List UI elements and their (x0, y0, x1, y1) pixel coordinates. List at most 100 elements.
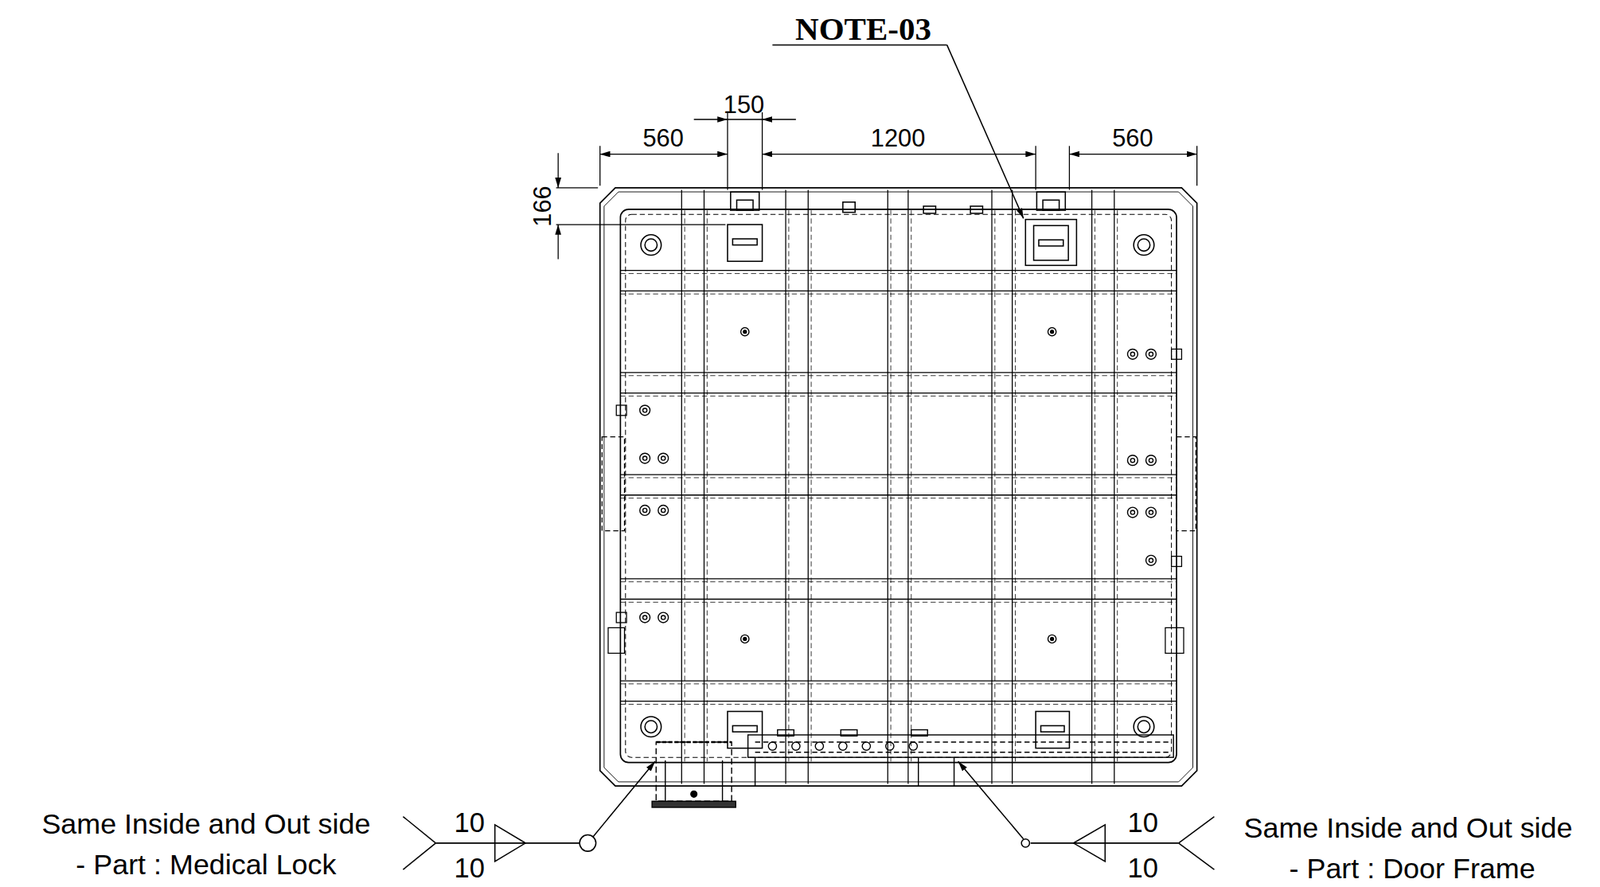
door-frame (777, 729, 795, 737)
side-brackets (1165, 627, 1184, 653)
dimension-lines (694, 118, 728, 120)
plate-outline (600, 187, 1198, 786)
door-frame (953, 757, 955, 786)
stiffener-lines (1014, 210, 1016, 761)
lifting-lugs (732, 238, 758, 246)
stiffener-lines (1113, 189, 1115, 784)
bolt-holes (1127, 348, 1138, 360)
stiffener-lines (706, 210, 708, 761)
bolt-holes (658, 505, 669, 516)
stiffener-lines (620, 293, 1177, 295)
weld-symbol (1021, 839, 1030, 847)
side-brackets (1171, 348, 1183, 360)
medical-lock (690, 790, 698, 797)
note-leader (772, 44, 1023, 219)
weld-size: 10 (1127, 808, 1158, 837)
weld-note: - Part : Door Frame (1289, 854, 1536, 884)
door-frame (815, 741, 824, 750)
dimension-value: 1200 (870, 126, 926, 152)
weld-symbol (435, 842, 580, 844)
stiffener-lines (620, 395, 1177, 397)
stiffener-lines (620, 577, 1177, 579)
weld-symbol (579, 835, 597, 852)
door-frame (839, 741, 847, 750)
stiffener-lines (620, 290, 1177, 292)
bolt-holes (643, 456, 648, 461)
bolt-holes (1146, 554, 1157, 566)
stiffener-lines (890, 210, 892, 761)
bolt-holes (1148, 510, 1153, 515)
bolt-holes (1047, 634, 1056, 643)
stiffener-lines (811, 210, 812, 761)
door-frame (748, 734, 1175, 758)
door-frame (862, 741, 871, 750)
weld-size: 10 (1127, 853, 1158, 882)
dimension-lines (761, 112, 763, 190)
corner-holes (640, 234, 662, 256)
stiffener-lines (620, 682, 1177, 684)
bolt-holes (1050, 637, 1054, 641)
dimension-lines (762, 118, 797, 120)
stiffener-lines (620, 598, 1177, 600)
note-callout: NOTE-03 (795, 11, 932, 45)
stiffener-lines (620, 497, 1177, 499)
dimension-value: 560 (642, 126, 683, 152)
door-frame (755, 751, 1169, 753)
stiffener-lines (620, 494, 1177, 496)
door-frame (911, 729, 929, 737)
bolt-holes (643, 615, 648, 620)
stiffener-lines (1116, 210, 1118, 761)
corner-holes (644, 720, 657, 733)
lifting-lugs (1036, 191, 1066, 211)
dimension-value: 150 (723, 93, 765, 118)
bolt-holes (1148, 458, 1153, 463)
dimension-lines (558, 224, 559, 260)
bolt-holes (1127, 507, 1138, 518)
bolt-holes (1146, 455, 1157, 466)
dimension-lines (727, 118, 763, 120)
bolt-holes (643, 408, 648, 413)
door-frame (748, 729, 1175, 787)
weld-symbol (402, 760, 1214, 870)
side-brackets (608, 627, 625, 653)
medical-lock (655, 741, 732, 801)
plate-outline (600, 187, 1198, 786)
stiffener-lines (620, 189, 1177, 784)
bolt-holes (640, 405, 651, 416)
side-brackets (601, 348, 1196, 653)
stiffener-lines (620, 269, 1177, 271)
stiffener-lines (620, 273, 1177, 274)
weld-note: Same Inside and Out side (1244, 814, 1573, 843)
bolt-holes (743, 330, 747, 334)
stiffener-lines (620, 581, 1177, 582)
dimension-lines (558, 152, 559, 188)
bolt-holes (658, 612, 669, 623)
lifting-lugs (842, 202, 855, 213)
door-frame (792, 741, 800, 750)
side-brackets (616, 405, 627, 416)
bolt-holes (743, 637, 747, 641)
weld-size: 10 (453, 853, 484, 882)
stiffener-lines (620, 679, 1177, 681)
stiffener-lines (684, 210, 686, 761)
dimension-lines (1069, 145, 1070, 190)
lifting-lugs (1042, 199, 1060, 211)
lifting-lugs (730, 191, 760, 211)
bolt-holes (661, 456, 666, 461)
weld-symbol (1178, 816, 1215, 843)
bolt-holes (640, 505, 651, 516)
dimension-lines (556, 112, 1198, 260)
lifting-lugs (727, 224, 763, 262)
weld-symbol (1178, 842, 1215, 870)
dimension-value: 560 (1112, 126, 1153, 152)
weld-note: - Part : Medical Lock (75, 850, 336, 880)
bolt-holes (1130, 351, 1135, 356)
corner-holes (1133, 716, 1155, 738)
lifting-lugs (727, 191, 1077, 749)
door-frame (754, 757, 756, 786)
plate-outline (604, 191, 1194, 782)
stiffener-lines (620, 473, 1177, 475)
bolt-holes (643, 507, 648, 512)
